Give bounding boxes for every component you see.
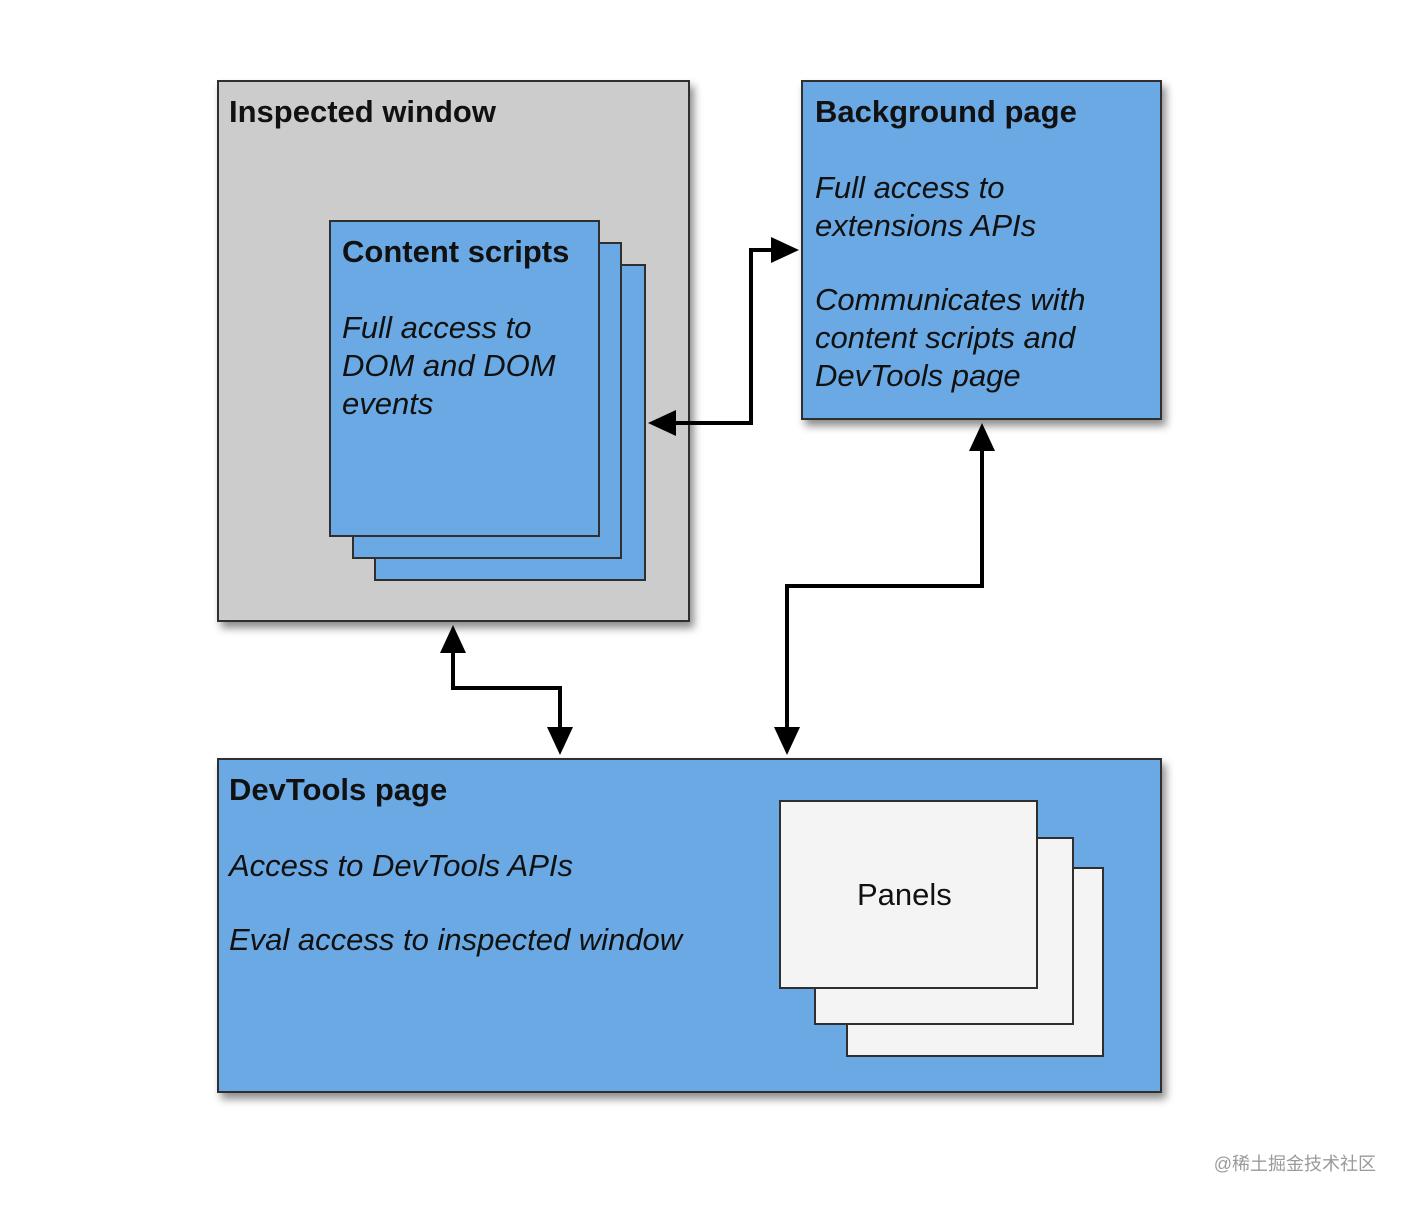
arrow-content-to-background: [668, 248, 780, 425]
background-page-description-2: Communicates with content scripts and De…: [815, 282, 1086, 393]
background-page-title: Background page: [815, 94, 1077, 129]
devtools-page-description-2: Eval access to inspected window: [229, 922, 683, 957]
background-page-box: Background page Full access to extension…: [801, 80, 1162, 420]
content-scripts-page-front: Content scripts Full access to DOM and D…: [329, 220, 600, 537]
inspected-window-title: Inspected window: [229, 94, 496, 129]
arrowhead-up-inspected: [440, 625, 466, 653]
arrow-background-to-devtools: [785, 446, 984, 730]
arrowhead-left-content: [648, 410, 676, 436]
devtools-page-title: DevTools page: [229, 772, 448, 807]
arrow-inspected-to-devtools: [451, 648, 562, 730]
arrowhead-down-devtools-right: [774, 727, 800, 755]
panels-label: Panels: [857, 877, 952, 912]
devtools-page-description-1: Access to DevTools APIs: [229, 848, 574, 883]
background-page-description-1: Full access to extensions APIs: [815, 170, 1037, 243]
arrowhead-right-background: [771, 237, 799, 263]
panels-page-front: Panels: [779, 800, 1038, 989]
watermark: @稀土掘金技术社区: [1213, 1154, 1376, 1174]
content-scripts-description: Full access to DOM and DOM events: [342, 310, 556, 421]
arrowhead-down-devtools-left: [547, 727, 573, 755]
arrowhead-up-background: [969, 423, 995, 451]
content-scripts-title: Content scripts: [342, 234, 570, 269]
